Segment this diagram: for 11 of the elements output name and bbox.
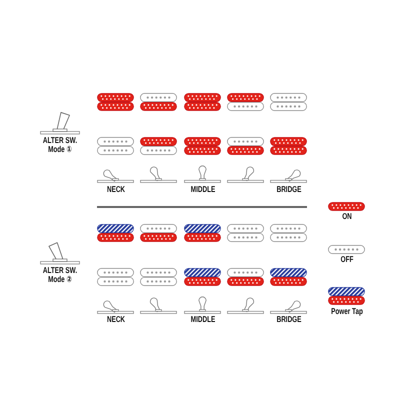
legend-label: Power Tap — [330, 307, 362, 316]
switch-position-label: NECK — [106, 185, 125, 194]
switch-position-label: BRIDGE — [276, 185, 301, 194]
legend-label: OFF — [340, 255, 353, 264]
legend-label: ON — [342, 212, 352, 221]
switch-position-label: BRIDGE — [276, 315, 301, 324]
switch-position-label: MIDDLE — [190, 185, 215, 194]
switch-position-label: MIDDLE — [190, 315, 215, 324]
switch-position-label: NECK — [106, 315, 125, 324]
mode-label: ALTER SW. Mode ② — [42, 266, 78, 284]
mode-label: ALTER SW. Mode ① — [42, 136, 78, 154]
